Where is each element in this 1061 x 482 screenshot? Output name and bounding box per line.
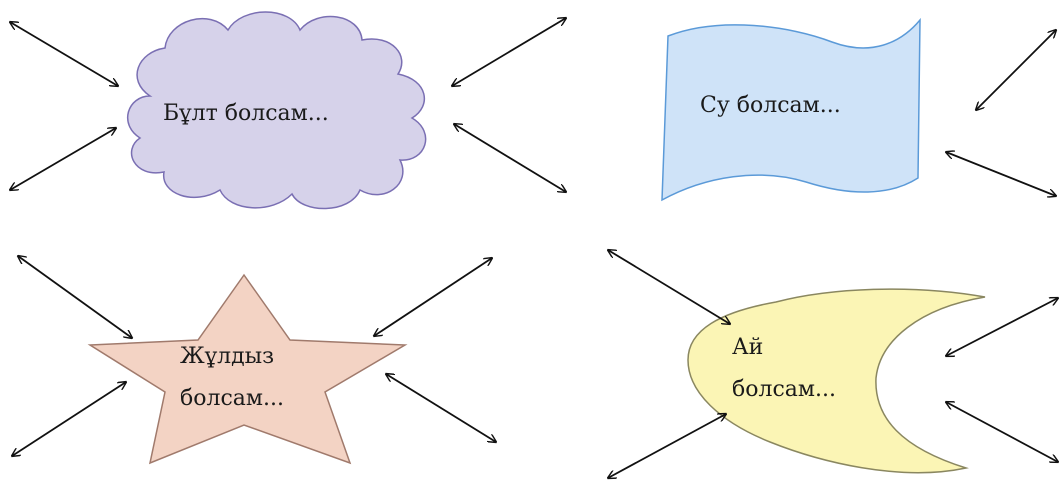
star-group: Жұлдыз болсам... — [12, 256, 496, 465]
moon-shape — [687, 288, 986, 474]
cloud-arrow-bottom-right — [454, 124, 566, 192]
moon-arrow-top-right — [946, 298, 1058, 356]
star-arrow-bottom-right — [386, 374, 496, 442]
star-arrow-top-right — [374, 258, 492, 336]
water-group: Су болсам... — [661, 17, 1056, 202]
water-label: Су болсам... — [700, 93, 841, 118]
moon-label-line2: болсам... — [732, 377, 836, 402]
star-label-line1: Жұлдыз — [180, 344, 274, 369]
star-label-line2: болсам... — [180, 386, 284, 411]
star-arrow-bottom-left — [12, 382, 126, 456]
cloud-arrow-top-right — [452, 18, 566, 86]
water-arrow-top — [976, 30, 1056, 110]
star-arrow-top-left — [18, 256, 132, 338]
cloud-arrow-top-left — [10, 22, 118, 86]
cloud-group: Бұлт болсам... — [10, 11, 566, 210]
moon-arrow-bottom-left — [608, 414, 726, 478]
star-shape — [87, 273, 408, 465]
cloud-arrow-bottom-left — [10, 128, 116, 190]
moon-group: Ай болсам... — [608, 250, 1058, 478]
cloud-label: Бұлт болсам... — [163, 101, 329, 126]
moon-label-line1: Ай — [732, 335, 763, 360]
water-arrow-bottom — [946, 152, 1056, 196]
moon-arrow-bottom-right — [946, 402, 1058, 462]
water-shape — [661, 17, 921, 202]
cloud-shape — [127, 11, 427, 210]
moon-arrow-top-left — [608, 250, 730, 324]
